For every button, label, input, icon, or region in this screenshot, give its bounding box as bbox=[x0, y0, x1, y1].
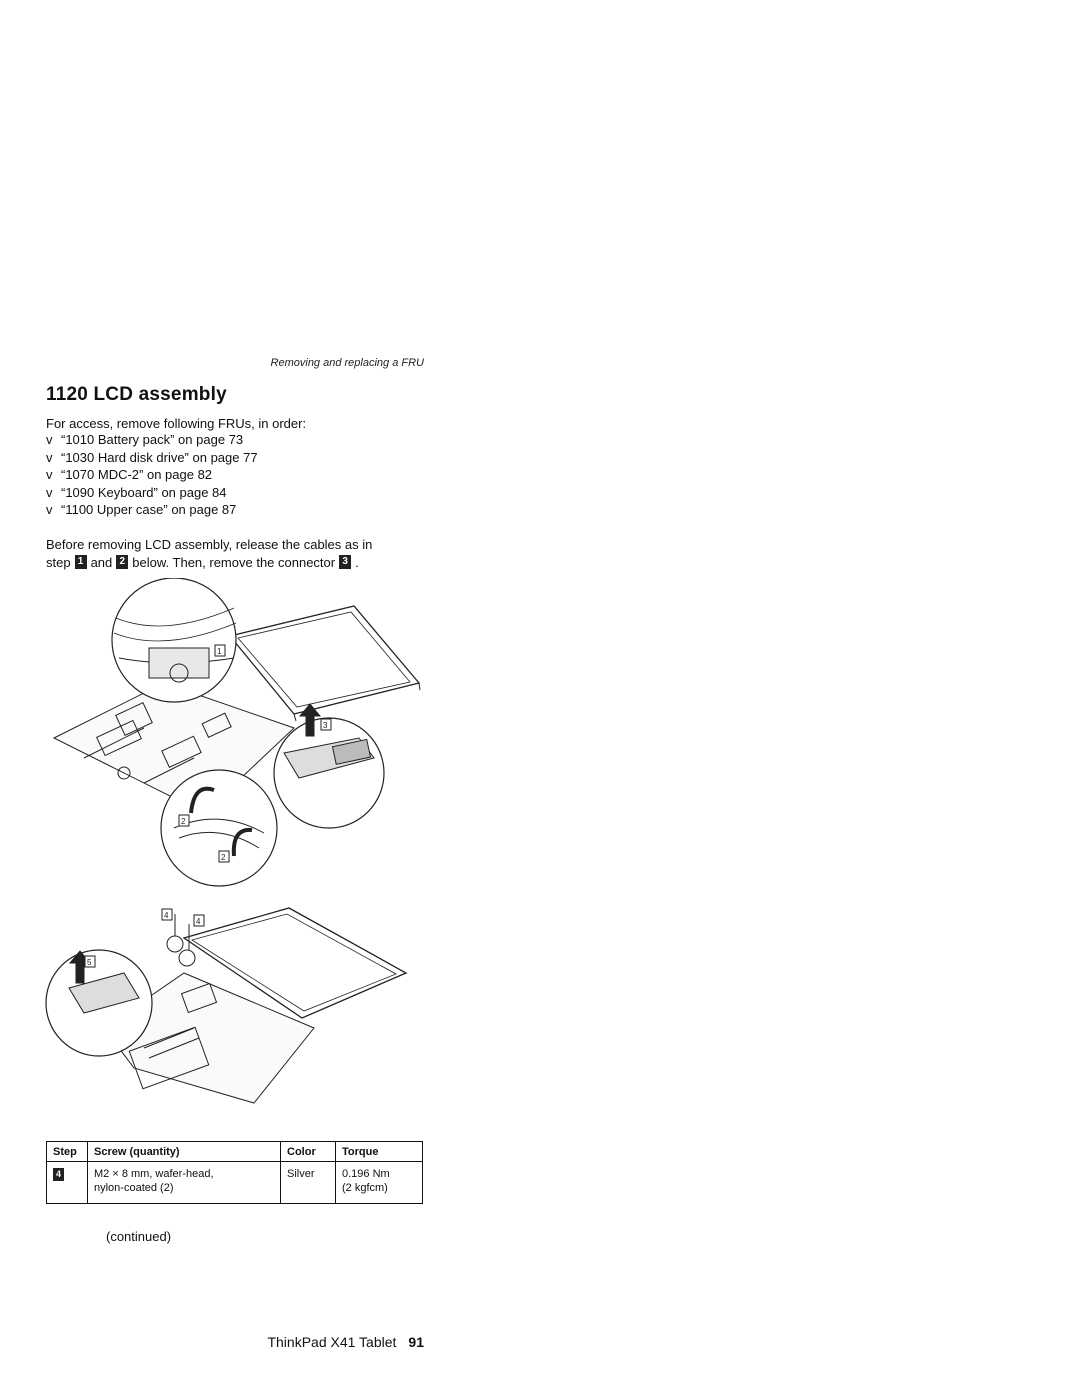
lcd-panel-lower bbox=[182, 907, 408, 1019]
paragraph-line: Before removing LCD assembly, release th… bbox=[46, 537, 373, 552]
cell-torque: 0.196 Nm (2 kgfcm) bbox=[335, 1161, 423, 1204]
bullet: v bbox=[46, 432, 53, 447]
screw-line: M2 × 8 mm, wafer-head, bbox=[94, 1168, 214, 1180]
running-header: Removing and replacing a FRU bbox=[270, 357, 424, 369]
screw-table: Step Screw (quantity) Color Torque 4 M2 … bbox=[46, 1141, 423, 1204]
detail-circle-2 bbox=[160, 769, 278, 887]
and-word: and bbox=[90, 554, 113, 570]
callout-4a: 4 bbox=[161, 908, 173, 921]
header-step: Step bbox=[46, 1141, 88, 1162]
bullet: v bbox=[46, 502, 53, 518]
callout-1: 1 bbox=[214, 644, 226, 657]
list-item: v “1070 MDC-2” on page 82 bbox=[46, 466, 258, 484]
prereq-link[interactable]: “1010 Battery pack” on page 73 bbox=[61, 432, 244, 447]
prereq-link[interactable]: “1030 Hard disk drive” on page 77 bbox=[61, 449, 258, 465]
screw-line: nylon-coated (2) bbox=[94, 1182, 174, 1194]
svg-text:2: 2 bbox=[181, 817, 186, 826]
callout-5: 5 bbox=[84, 955, 96, 968]
page-number: 91 bbox=[408, 1334, 424, 1350]
step-word: step bbox=[46, 554, 71, 570]
bullet: v bbox=[46, 467, 53, 483]
list-item: v “1030 Hard disk drive” on page 77 bbox=[46, 449, 258, 467]
table-row: 4 M2 × 8 mm, wafer-head, nylon-coated (2… bbox=[46, 1161, 423, 1204]
svg-text:5: 5 bbox=[87, 958, 92, 967]
intro-text: For access, remove following FRUs, in or… bbox=[46, 416, 307, 431]
prereq-link[interactable]: “1100 Upper case” on page 87 bbox=[61, 502, 237, 518]
prerequisite-list: v “1010 Battery pack” on page 73 v “1030 H… bbox=[46, 431, 258, 519]
list-item: v “1010 Battery pack” on page 73 bbox=[46, 431, 258, 449]
curve-arrow-2a bbox=[189, 786, 215, 814]
callout-2a: 2 bbox=[178, 814, 190, 827]
torque-line: 0.196 Nm bbox=[342, 1168, 390, 1180]
cell-color: Silver bbox=[280, 1161, 336, 1204]
list-item: v “1090 Keyboard” on page 84 bbox=[46, 484, 258, 502]
screws bbox=[166, 914, 196, 967]
header-screw: Screw (quantity) bbox=[87, 1141, 281, 1162]
header-torque: Torque bbox=[335, 1141, 423, 1162]
step-badge-1: 1 bbox=[74, 555, 87, 570]
prereq-link[interactable]: “1070 MDC-2” on page 82 bbox=[61, 467, 213, 483]
page-footer: ThinkPad X41 Tablet 91 bbox=[250, 1334, 424, 1350]
svg-text:4: 4 bbox=[164, 911, 169, 920]
paragraph-line: step 1 and 2 below. Then, remove the con… bbox=[46, 554, 426, 572]
table-header-row: Step Screw (quantity) Color Torque bbox=[46, 1141, 423, 1162]
cell-step: 4 bbox=[46, 1161, 88, 1204]
book-title: ThinkPad X41 Tablet bbox=[267, 1334, 397, 1350]
prereq-link[interactable]: “1090 Keyboard” on page 84 bbox=[61, 484, 227, 500]
detail-circle-1 bbox=[111, 578, 237, 703]
cell-screw: M2 × 8 mm, wafer-head, nylon-coated (2) bbox=[87, 1161, 281, 1204]
system-board-lower bbox=[103, 972, 315, 1104]
svg-text:4: 4 bbox=[196, 917, 201, 926]
curve-arrow-2b bbox=[231, 827, 253, 857]
lift-arrow-3 bbox=[298, 703, 322, 737]
step-badge-2: 2 bbox=[116, 555, 129, 570]
after-text: below. Then, remove the connector bbox=[132, 554, 336, 570]
callout-2b: 2 bbox=[218, 850, 230, 863]
callout-3: 3 bbox=[320, 718, 332, 731]
bullet: v bbox=[46, 484, 53, 500]
lcd-removal-illustration: 1 3 2 2 4 4 5 bbox=[45, 578, 421, 1104]
svg-text:1: 1 bbox=[217, 647, 222, 656]
svg-text:2: 2 bbox=[221, 853, 226, 862]
section-title: 1120 LCD assembly bbox=[46, 384, 227, 405]
list-item: v “1100 Upper case” on page 87 bbox=[46, 501, 258, 519]
torque-line: (2 kgfcm) bbox=[342, 1182, 388, 1194]
lcd-panel-upper bbox=[228, 605, 421, 722]
detail-circle-3 bbox=[273, 717, 385, 829]
header-color: Color bbox=[280, 1141, 336, 1162]
detail-circle-5 bbox=[45, 949, 153, 1057]
period: . bbox=[355, 554, 359, 570]
callout-4b: 4 bbox=[193, 914, 205, 927]
continued-note: (continued) bbox=[106, 1229, 172, 1244]
instruction-paragraph: Before removing LCD assembly, release th… bbox=[46, 536, 426, 571]
svg-text:3: 3 bbox=[323, 721, 328, 730]
step-badge-3: 3 bbox=[339, 555, 352, 570]
step-badge-4: 4 bbox=[53, 1168, 64, 1181]
bullet: v bbox=[46, 449, 53, 465]
